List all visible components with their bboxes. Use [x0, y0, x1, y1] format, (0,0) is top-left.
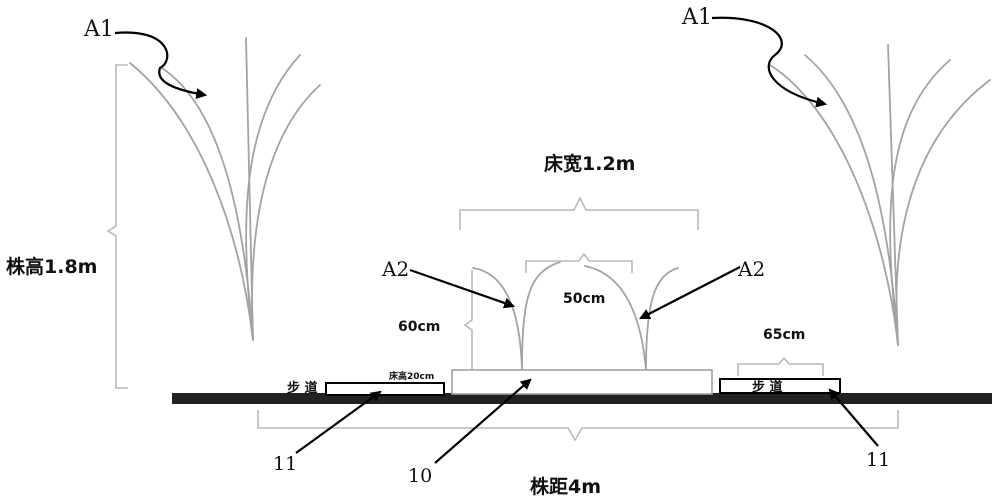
bed-width-label: 床宽1.2m	[544, 152, 635, 175]
a1-right-label: A1	[681, 5, 712, 30]
plant-spacing-label: 株距4m	[530, 475, 601, 498]
walkway-width-label: 65cm	[763, 327, 805, 343]
bed-inner-width-brace	[525, 252, 633, 273]
seedling-height-brace	[463, 270, 473, 369]
plant-height-brace	[106, 64, 128, 389]
ref-11-right-label: 11	[866, 449, 890, 471]
ref-10-arrow	[434, 378, 532, 464]
plant-height-label: 株高1.8m	[6, 255, 97, 278]
ref-10-label: 10	[408, 465, 432, 487]
walkway-right-label: 步 道	[752, 379, 783, 395]
walkway-left	[325, 382, 445, 396]
ref-11-left-label: 11	[273, 453, 297, 475]
seedling-left	[472, 261, 561, 371]
ground-line	[172, 393, 992, 404]
ref-11-right-arrow	[828, 388, 879, 447]
seedling-right	[584, 265, 679, 371]
plant-spacing-brace	[257, 410, 899, 442]
seedling-height-label: 60cm	[398, 319, 440, 335]
ref-11-left-arrow	[295, 390, 382, 454]
a2-left-label: A2	[381, 257, 409, 281]
bed	[451, 369, 713, 395]
walkway-right	[719, 378, 841, 394]
a2-left-arrow	[409, 268, 516, 309]
a1-left-arrow	[114, 31, 208, 99]
bed-inner-width-label: 50cm	[563, 291, 605, 307]
plant-left	[129, 37, 321, 341]
a1-left-label: A1	[83, 17, 114, 42]
bed-height-label: 床高20cm	[389, 370, 434, 382]
walkway-left-label: 步 道	[287, 380, 318, 396]
a1-right-arrow	[711, 16, 828, 108]
bed-width-brace	[459, 196, 699, 230]
a2-right-label: A2	[737, 257, 765, 281]
a2-right-arrow	[639, 266, 741, 320]
walkway-width-brace	[737, 356, 824, 376]
plant-right	[769, 44, 991, 346]
